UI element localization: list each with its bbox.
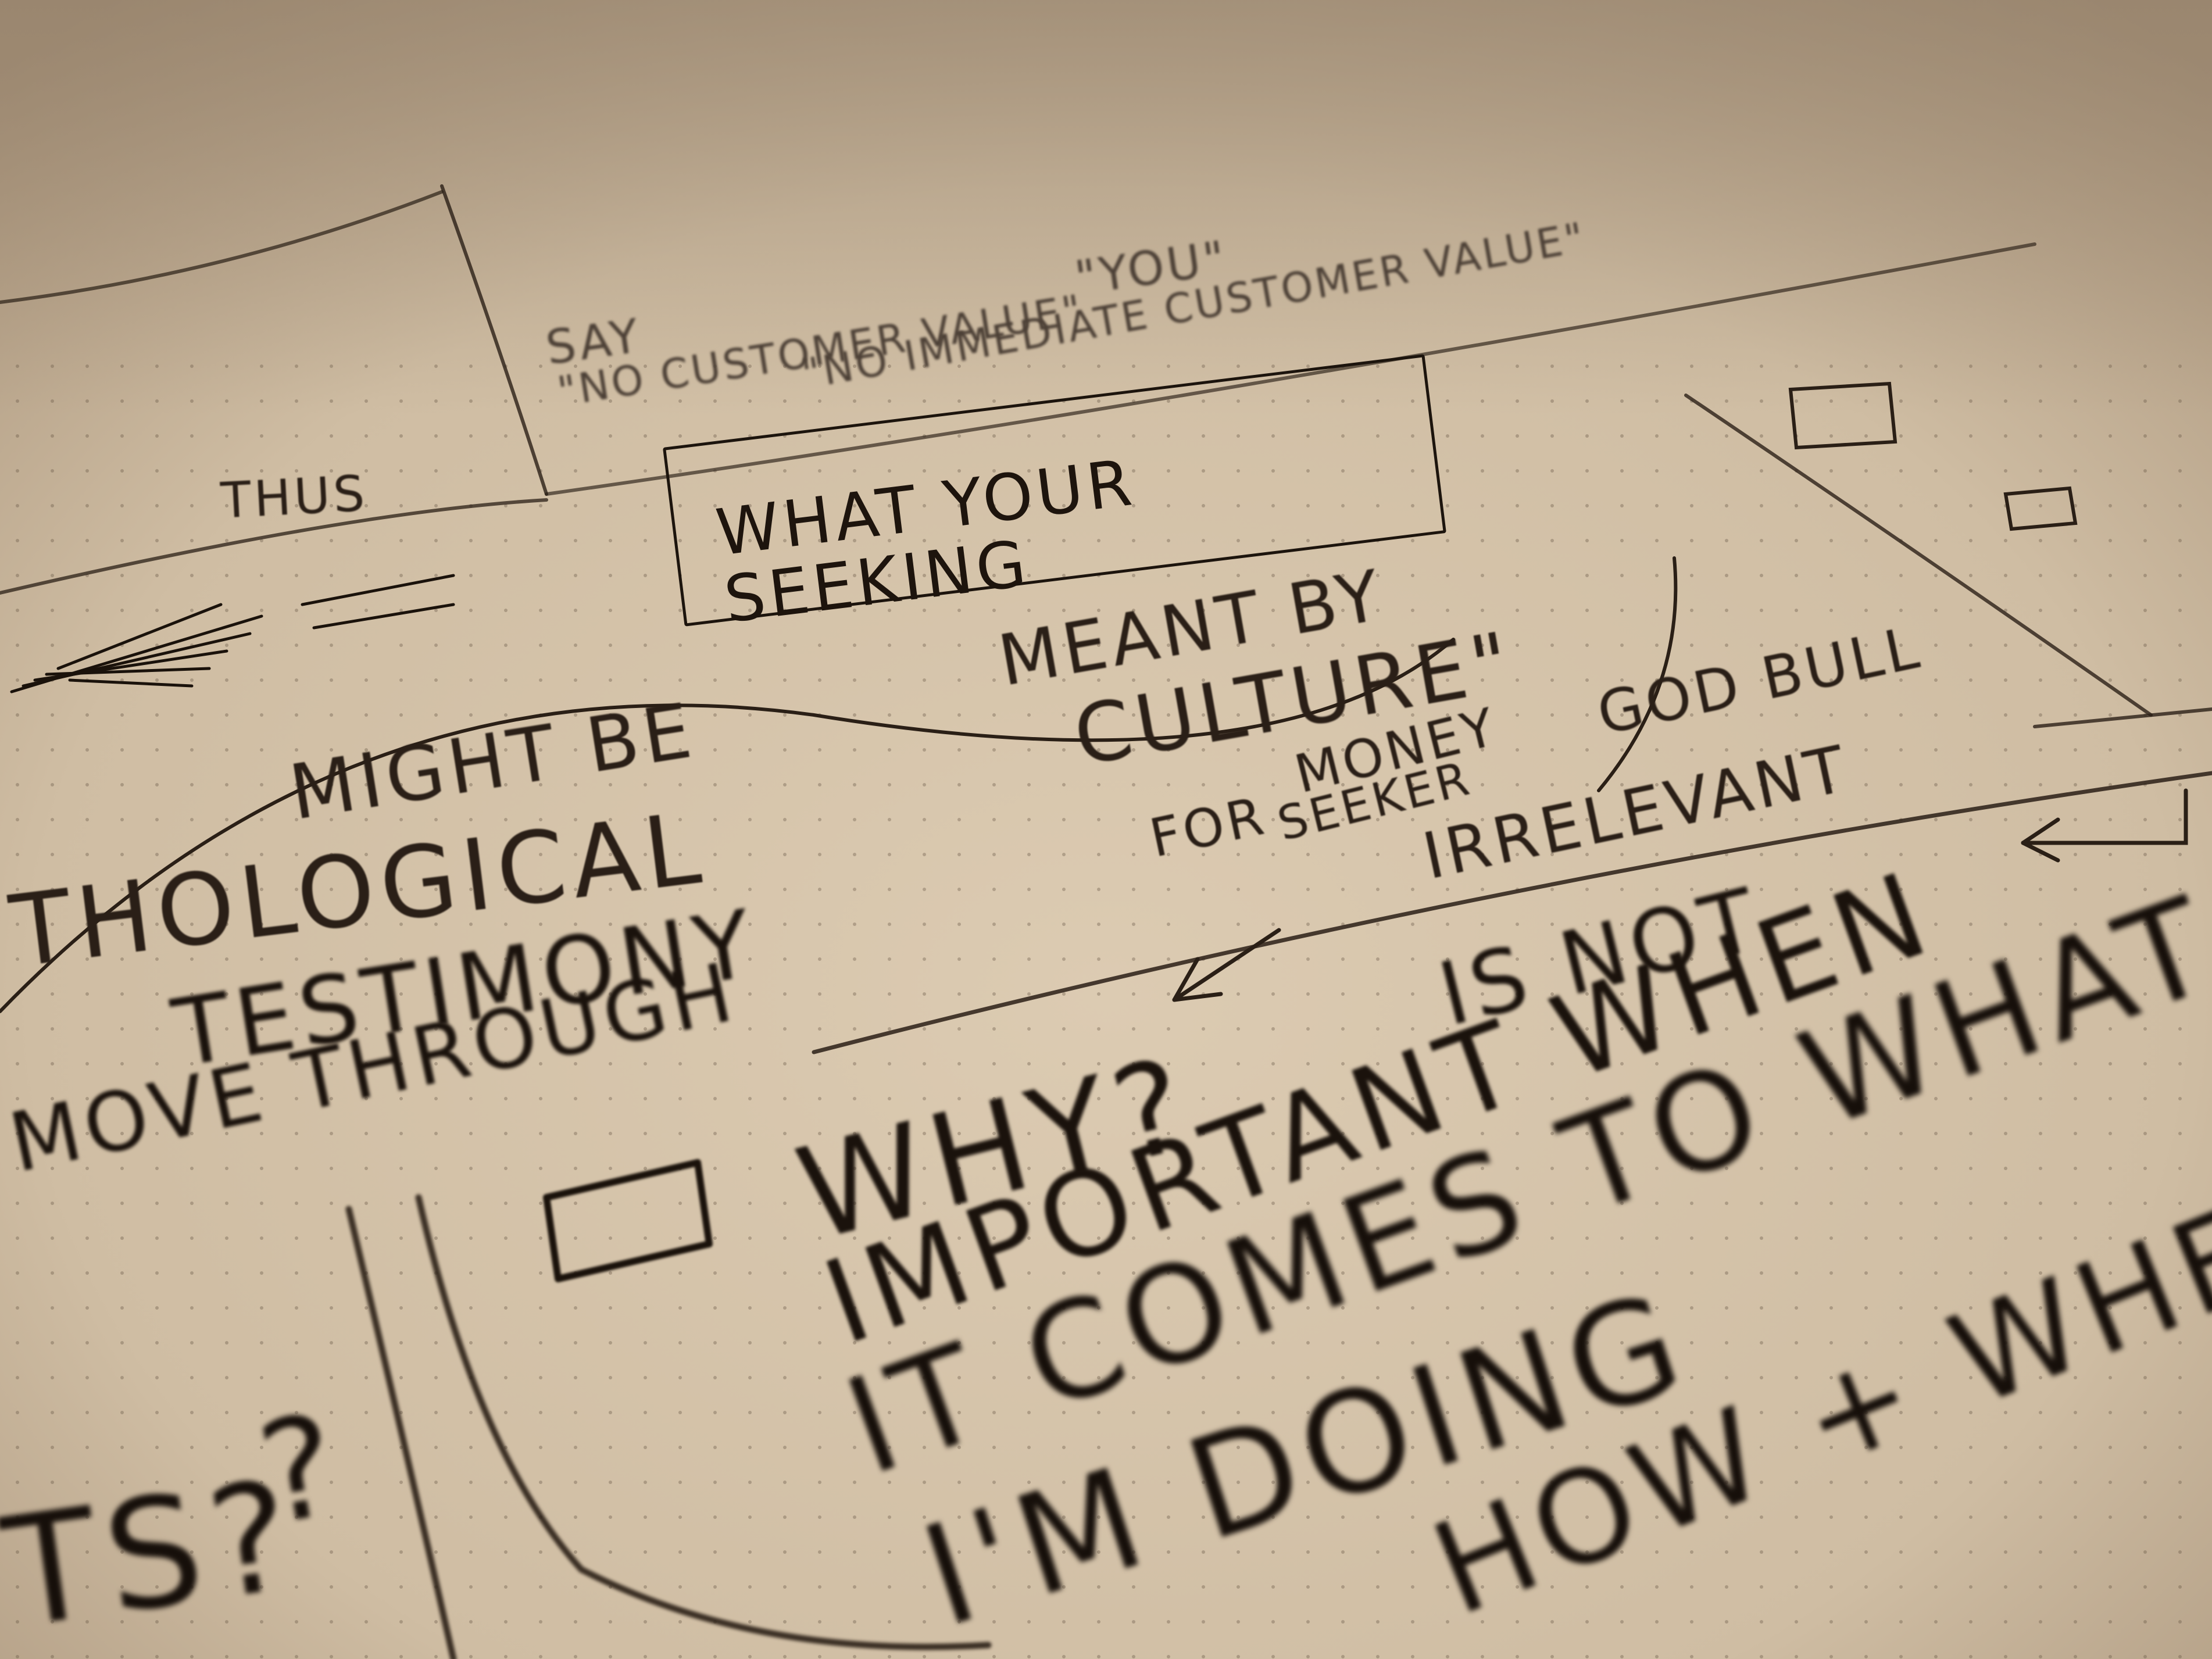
note-ts: TS? [0,1447,311,1659]
note-thus: THUS [219,464,369,530]
